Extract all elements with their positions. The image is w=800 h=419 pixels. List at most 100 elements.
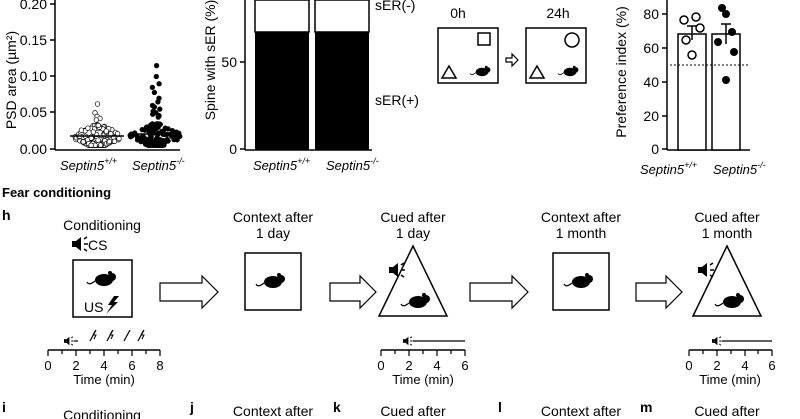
psd-point <box>97 142 104 148</box>
psd-point <box>162 125 168 131</box>
panel-letter-m: m <box>640 399 652 415</box>
timeline-title: Time (min) <box>73 372 135 387</box>
panel-letter-j: j <box>189 399 194 415</box>
tick-6: 6 <box>768 358 775 373</box>
ser-bar-ko-plus <box>315 32 369 150</box>
shock-icon <box>106 296 119 314</box>
bottom-label: Context after <box>541 403 621 419</box>
circle-object-icon <box>564 32 580 48</box>
pref-dot-ko <box>728 28 736 36</box>
pref-ytick-60: 60 <box>643 40 659 56</box>
pref-ytick-40: 40 <box>643 74 659 90</box>
psd-point <box>159 128 165 135</box>
speaker-icon <box>388 262 406 278</box>
pref-dot-ko <box>722 10 730 18</box>
psd-group-label-ko: Septin5-/- <box>132 156 185 173</box>
psd-point <box>116 135 122 142</box>
stage-label: Context after <box>233 209 313 225</box>
psd-point <box>145 137 152 143</box>
arrow-icon <box>505 52 519 68</box>
pref-dot-wt <box>695 23 705 33</box>
stage-label: Context after <box>541 209 621 225</box>
flow-arrow <box>329 274 377 310</box>
tick-4: 4 <box>741 358 748 373</box>
psd-point <box>151 89 158 96</box>
psd-ytick-2: 0.10 <box>20 68 47 84</box>
pref-dot-wt <box>681 35 691 45</box>
panel-letter-i: i <box>2 399 6 415</box>
psd-point <box>142 141 149 147</box>
mouse-icon <box>400 292 431 309</box>
stage-context-1month: Context after 1 month <box>541 209 621 311</box>
psd-point <box>151 104 158 110</box>
pref-dot-ko <box>714 38 722 46</box>
square-object-icon <box>477 32 491 46</box>
tick-6: 6 <box>461 358 468 373</box>
bottom-label: Cued after <box>380 403 446 419</box>
speaker-icon <box>402 336 414 346</box>
object-recognition-schematic: 0h 24h <box>437 5 587 84</box>
psd-point <box>147 142 154 148</box>
pref-dot-ko <box>722 76 730 84</box>
ser-y-axis-label: Spine with sER (%) <box>202 0 218 120</box>
ser-group-label-wt: Septin5+/+ <box>253 156 310 173</box>
panel-letter-l: l <box>498 399 502 415</box>
stage-conditioning: Conditioning CS US 0 2 4 6 8 Time (min) <box>44 217 163 387</box>
triangle-object-icon <box>440 64 458 79</box>
psd-point <box>150 111 156 117</box>
tick-2: 2 <box>405 358 412 373</box>
stage-label: Cued after <box>694 209 760 225</box>
pref-ytick-0: 0 <box>651 141 659 157</box>
stage-cued-1day: Cued after 1 day 0 2 4 6 Time (min) <box>377 209 468 387</box>
bottom-label: Context after <box>233 403 313 419</box>
timeline-title: Time (min) <box>699 372 761 387</box>
psd-point <box>145 125 151 132</box>
ser-bar-wt-plus <box>255 32 309 150</box>
psd-point <box>157 106 163 112</box>
pref-group-label-wt: Septin5+/+ <box>640 160 697 177</box>
psd-wt-dots <box>72 101 122 149</box>
mouse-icon <box>557 65 579 77</box>
us-label: US <box>84 299 103 315</box>
pref-dot-ko <box>718 4 726 12</box>
ser-bar-chart: Spine with sER (%) 50 0 sER(-) sER(+) Se… <box>202 0 419 173</box>
mouse-icon <box>255 272 286 289</box>
cued-triangle-box <box>377 244 449 317</box>
nor-time-24h: 24h <box>546 5 569 21</box>
pref-y-axis-label: Preference index (%) <box>613 6 629 138</box>
psd-point <box>90 129 96 135</box>
preference-index-chart: Preference index (%) 80 60 40 20 0 Septi… <box>613 0 766 177</box>
bottom-label: Conditioning <box>63 407 141 419</box>
tick-2: 2 <box>72 358 79 373</box>
bottom-label: Cued after <box>694 403 760 419</box>
timeline-title: Time (min) <box>392 372 454 387</box>
psd-point <box>95 122 101 129</box>
panel-letter-k: k <box>333 399 341 415</box>
ser-bar-ko-minus <box>314 0 370 33</box>
speaker-icon <box>63 336 75 346</box>
mouse-icon <box>469 65 491 77</box>
mouse-icon <box>714 292 745 309</box>
ser-plus-label: sER(+) <box>375 92 419 108</box>
psd-point <box>103 128 109 134</box>
psd-point <box>154 135 160 141</box>
ser-ytick-0: 0 <box>229 141 237 157</box>
psd-ytick-4: 0.00 <box>20 141 47 157</box>
psd-ytick-3: 0.05 <box>20 104 47 120</box>
ser-ytick-50: 50 <box>221 54 237 70</box>
psd-point <box>153 73 159 80</box>
bottom-panel-row: i Conditioning j Context after k Cued af… <box>2 399 760 419</box>
pref-ytick-20: 20 <box>643 108 659 124</box>
nor-arena-0h <box>437 27 499 84</box>
psd-point <box>93 117 99 123</box>
timeline-tick-marks <box>47 350 773 356</box>
tick-0: 0 <box>685 358 692 373</box>
tick-2: 2 <box>713 358 720 373</box>
context-box <box>244 252 302 311</box>
flow-arrow <box>469 274 529 310</box>
psd-point <box>138 138 144 145</box>
pref-dot-ko <box>730 48 738 56</box>
panel-letter-h: h <box>2 207 11 223</box>
psd-scatter-chart: PSD area (µm²) 0.20 0.15 0.10 0.05 0.00 … <box>3 0 185 173</box>
psd-point <box>106 138 113 145</box>
